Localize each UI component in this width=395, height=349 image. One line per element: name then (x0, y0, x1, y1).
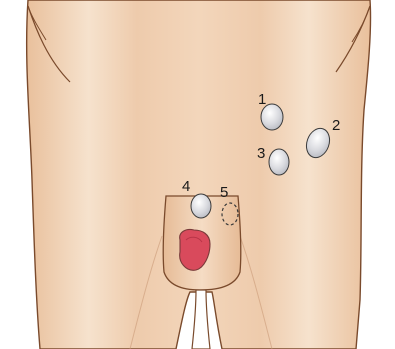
marker-label-4: 4 (182, 178, 190, 195)
marker-label-2: 2 (332, 117, 340, 134)
marker-label-5: 5 (220, 184, 228, 201)
lymph-node-3 (269, 149, 289, 175)
lymph-node-4 (191, 194, 211, 218)
marker-label-3: 3 (257, 145, 265, 162)
marker-label-1: 1 (258, 91, 266, 108)
